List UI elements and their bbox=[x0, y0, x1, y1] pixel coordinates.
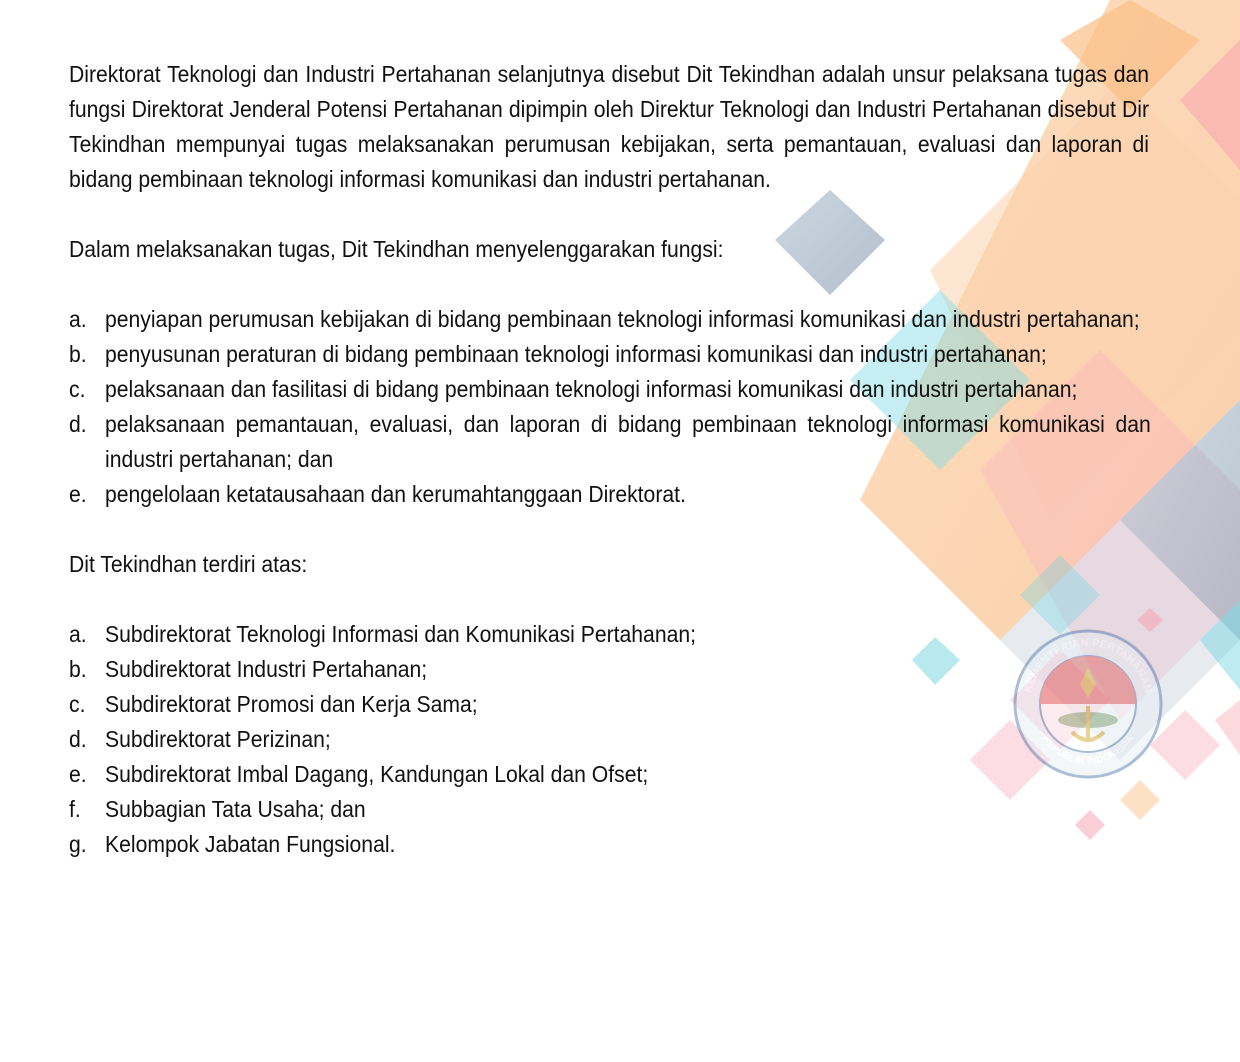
list-marker: c. bbox=[69, 691, 86, 717]
list-item: b. Subdirektorat Industri Pertahanan; bbox=[69, 652, 1149, 687]
list-marker: a. bbox=[69, 621, 87, 647]
list-item: e. pengelolaan ketatausahaan dan kerumaht… bbox=[69, 477, 1151, 512]
list-item: a. penyiapan perumusan kebijakan di bidan… bbox=[69, 302, 1151, 337]
list-item-text: Subdirektorat Perizinan; bbox=[105, 726, 331, 752]
spacer bbox=[69, 197, 1149, 232]
list-item: g. Kelompok Jabatan Fungsional. bbox=[69, 827, 1149, 862]
list-item-text: Subdirektorat Promosi dan Kerja Sama; bbox=[105, 691, 478, 717]
list-item-text: penyiapan perumusan kebijakan di bidang … bbox=[105, 306, 1140, 332]
list-item-text: pengelolaan ketatausahaan dan kerumahtan… bbox=[105, 481, 686, 507]
list-marker: c. bbox=[69, 376, 86, 402]
list-item-text: Subbagian Tata Usaha; dan bbox=[105, 796, 366, 822]
list-item: b. penyusunan peraturan di bidang pembina… bbox=[69, 337, 1151, 372]
list-item: c. pelaksanaan dan fasilitasi di bidang p… bbox=[69, 372, 1151, 407]
structure-intro: Dit Tekindhan terdiri atas: bbox=[69, 551, 308, 577]
list-item-text: pelaksanaan dan fasilitasi di bidang pem… bbox=[105, 376, 1078, 402]
list-marker: e. bbox=[69, 761, 87, 787]
spacer bbox=[69, 582, 1149, 617]
list-item-text: penyusunan peraturan di bidang pembinaan… bbox=[105, 341, 1047, 367]
list-marker: a. bbox=[69, 306, 87, 332]
list-item: d. Subdirektorat Perizinan; bbox=[69, 722, 1149, 757]
list-marker: d. bbox=[69, 411, 87, 437]
functions-list: a. penyiapan perumusan kebijakan di bidan… bbox=[69, 302, 1151, 512]
list-item: f. Subbagian Tata Usaha; dan bbox=[69, 792, 1149, 827]
list-item: a. Subdirektorat Teknologi Informasi dan … bbox=[69, 617, 1149, 652]
spacer bbox=[69, 512, 1149, 547]
list-item-text: pelaksanaan pemantauan, evaluasi, dan la… bbox=[105, 411, 1151, 472]
list-marker: g. bbox=[69, 831, 87, 857]
structure-list: a. Subdirektorat Teknologi Informasi dan … bbox=[69, 617, 1149, 862]
list-item: c. Subdirektorat Promosi dan Kerja Sama; bbox=[69, 687, 1149, 722]
list-item-text: Subdirektorat Imbal Dagang, Kandungan Lo… bbox=[105, 761, 649, 787]
list-marker: b. bbox=[69, 341, 87, 367]
list-item-text: Kelompok Jabatan Fungsional. bbox=[105, 831, 396, 857]
list-marker: b. bbox=[69, 656, 87, 682]
list-item-text: Subdirektorat Teknologi Informasi dan Ko… bbox=[105, 621, 696, 647]
list-item: e. Subdirektorat Imbal Dagang, Kandungan … bbox=[69, 757, 1149, 792]
list-marker: f. bbox=[69, 796, 81, 822]
list-marker: d. bbox=[69, 726, 87, 752]
functions-intro: Dalam melaksanakan tugas, Dit Tekindhan … bbox=[69, 236, 724, 262]
list-marker: e. bbox=[69, 481, 87, 507]
document-body: Direktorat Teknologi dan Industri Pertah… bbox=[69, 57, 1151, 862]
kemhan-emblem-icon: KEMENTERIAN PERTAHANAN REPUBLIK INDONESI… bbox=[1013, 629, 1163, 779]
list-item-text: Subdirektorat Industri Pertahanan; bbox=[105, 656, 428, 682]
spacer bbox=[69, 267, 1149, 302]
intro-paragraph: Direktorat Teknologi dan Industri Pertah… bbox=[69, 61, 1149, 192]
list-item: d. pelaksanaan pemantauan, evaluasi, dan … bbox=[69, 407, 1151, 477]
